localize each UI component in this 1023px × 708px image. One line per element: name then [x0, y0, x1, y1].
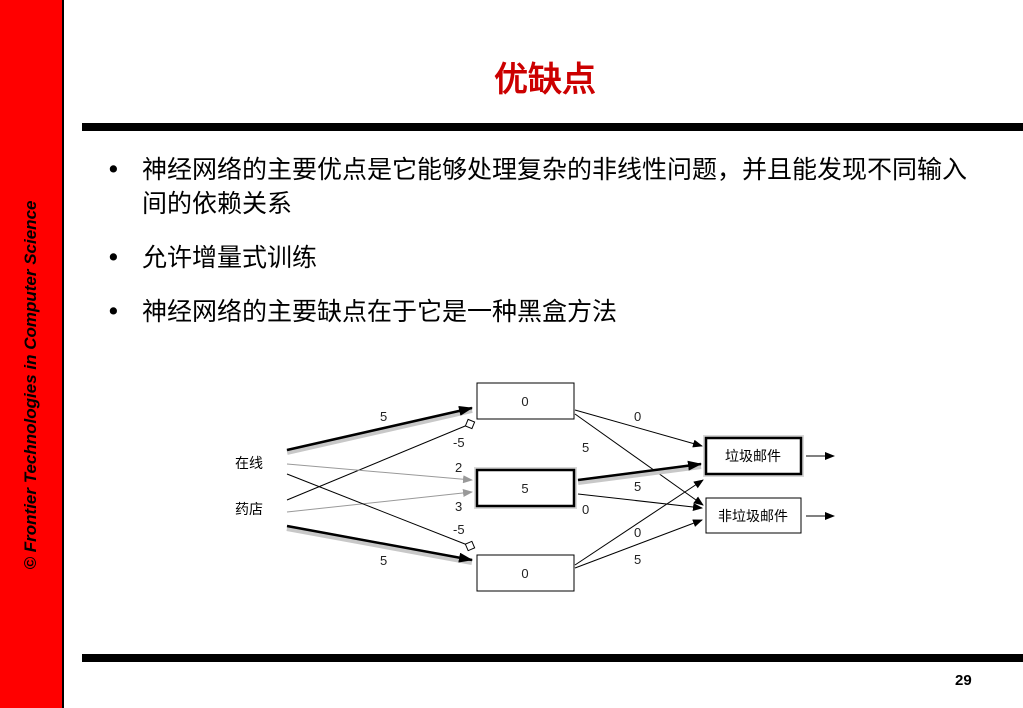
hidden-node-3	[476, 554, 575, 592]
weight-h2-notspam: 0	[582, 502, 589, 517]
sidebar: © Frontier Technologies in Computer Scie…	[0, 0, 64, 708]
edge-h3-notspam	[574, 519, 703, 569]
hidden-node-2	[475, 468, 576, 508]
edge-pharmacy-h1	[286, 418, 476, 501]
bullet-dot-icon: •	[106, 155, 121, 184]
weight-online-h2: 2	[455, 460, 462, 475]
input-node-pharmacy: 药店	[235, 502, 263, 518]
weight-pharmacy-h3: 5	[380, 553, 387, 568]
output-node-notspam-label: 非垃圾邮件	[718, 509, 788, 525]
top-divider	[82, 123, 1023, 131]
hidden-node-1-value: 0	[521, 394, 528, 409]
bullet-item: • 神经网络的主要缺点在于它是一种黑盒方法	[104, 295, 984, 329]
edge-pharmacy-h2	[286, 488, 473, 513]
edge-online-h1-shadow	[286, 407, 473, 455]
bullet-dot-icon: •	[106, 243, 121, 272]
weight-h2-spam: 5	[634, 479, 641, 494]
hidden-node-2-value: 5	[521, 481, 528, 496]
output-node-spam-label: 垃圾邮件	[725, 449, 781, 465]
page-number: 29	[955, 672, 972, 689]
weight-h1-notspam: 5	[582, 440, 589, 455]
edge-h2-spam	[577, 460, 702, 482]
edge-h1-notspam	[574, 413, 704, 506]
bullet-item: • 允许增量式训练	[104, 241, 984, 275]
bottom-divider	[82, 654, 1023, 662]
edge-h2-notspam	[577, 493, 703, 511]
edge-pharmacy-h3-shadow	[286, 525, 473, 565]
edge-online-h1	[286, 406, 473, 452]
weight-online-h1: 5	[380, 409, 387, 424]
edge-online-h3	[286, 473, 476, 552]
bullet-text: 神经网络的主要优点是它能够处理复杂的非线性问题，并且能发现不同输入间的依赖关系	[142, 155, 968, 218]
weight-h3-notspam: 5	[634, 552, 641, 567]
weight-online-h3: -5	[453, 522, 465, 537]
output-node-notspam	[705, 497, 802, 534]
bullet-item: • 神经网络的主要优点是它能够处理复杂的非线性问题，并且能发现不同输入间的依赖关系	[104, 153, 984, 221]
slide-title: 优缺点	[494, 60, 596, 100]
bullet-text: 神经网络的主要缺点在于它是一种黑盒方法	[142, 297, 618, 326]
edge-h2-spam-shadow	[577, 463, 702, 485]
edge-online-h2	[286, 463, 473, 484]
weight-pharmacy-h2: 3	[455, 499, 462, 514]
hidden-node-1	[476, 382, 575, 420]
edge-pharmacy-h3	[286, 524, 473, 563]
hidden-node-3-value: 0	[521, 566, 528, 581]
bullet-text: 允许增量式训练	[142, 243, 318, 272]
edge-h3-spam	[574, 479, 704, 566]
weight-h3-spam: 0	[634, 525, 641, 540]
bullet-dot-icon: •	[106, 297, 121, 326]
weight-pharmacy-h1: -5	[453, 435, 465, 450]
weight-h1-spam: 0	[634, 409, 641, 424]
edge-h1-spam	[574, 409, 703, 448]
output-node-spam	[704, 436, 803, 476]
input-node-online: 在线	[235, 456, 263, 472]
bullet-list: • 神经网络的主要优点是它能够处理复杂的非线性问题，并且能发现不同输入间的依赖关系…	[104, 153, 984, 349]
